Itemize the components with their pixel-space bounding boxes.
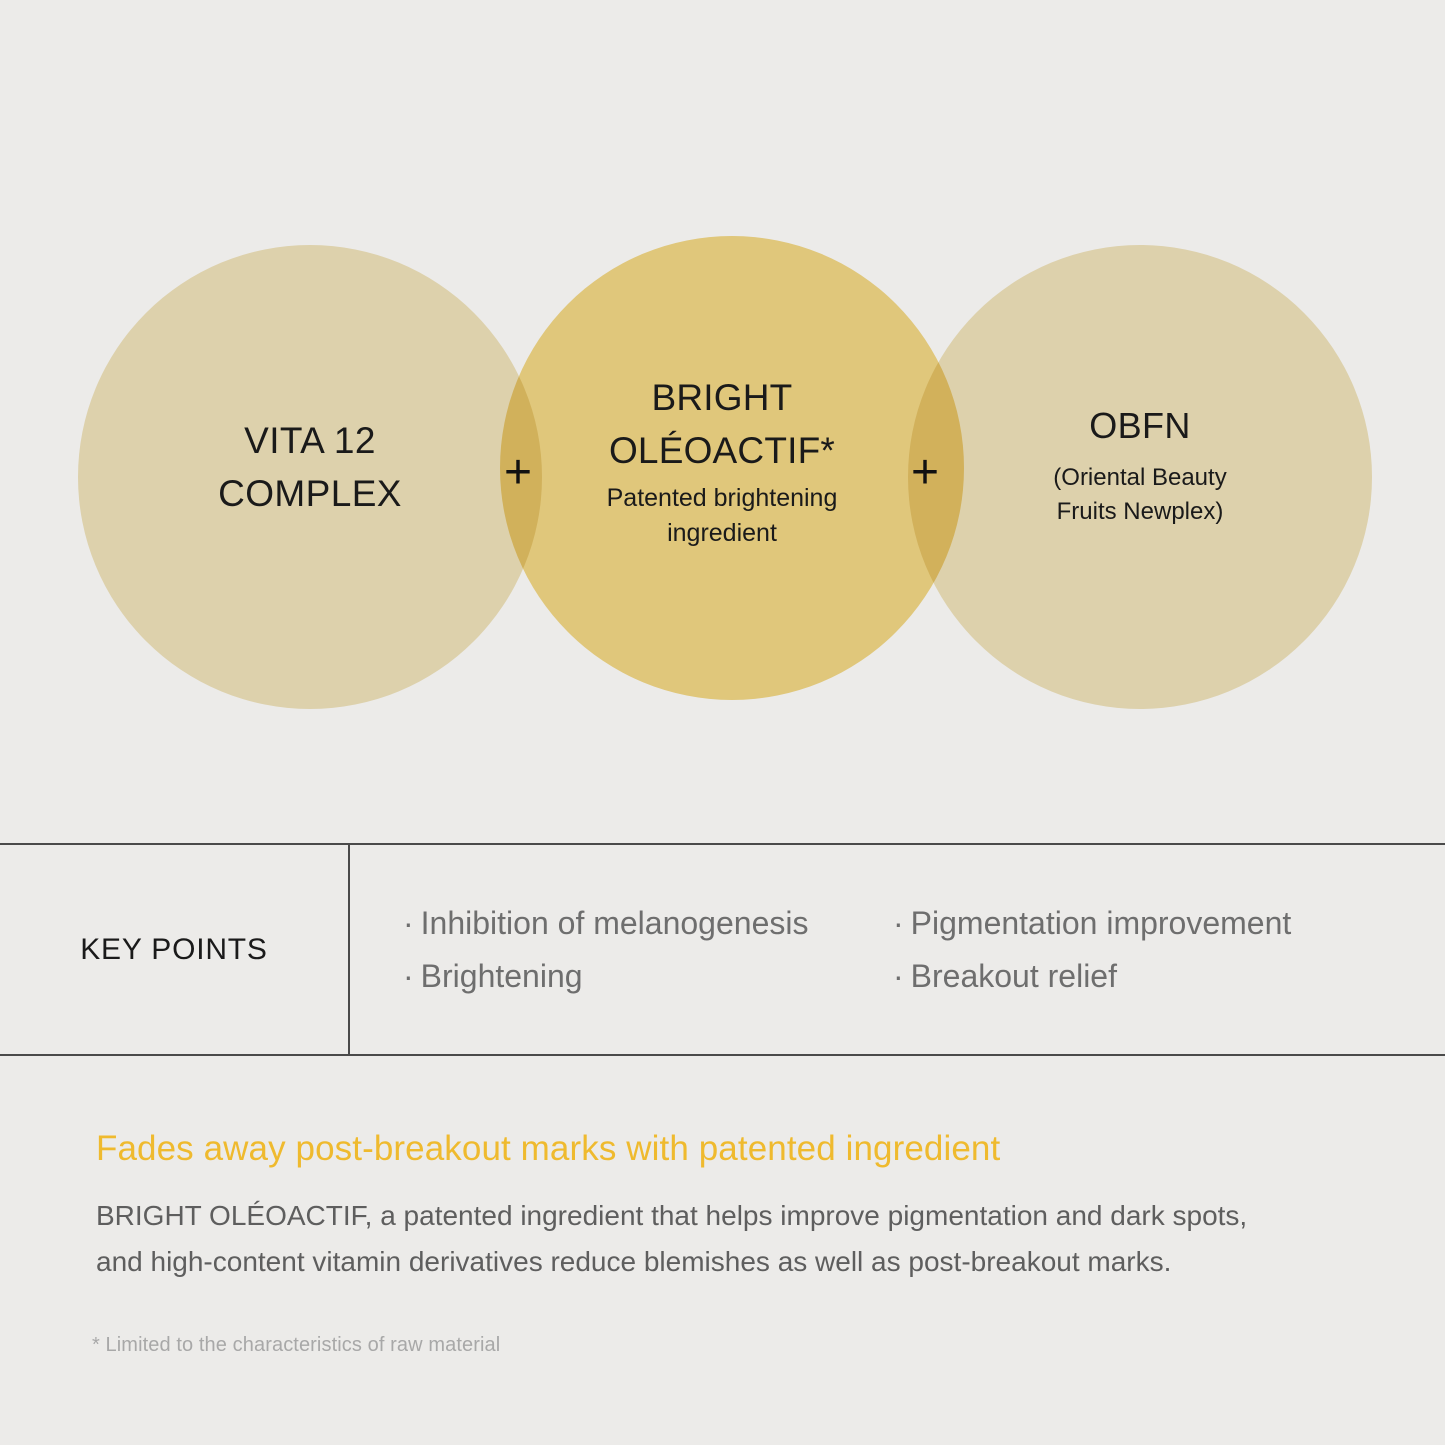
venn-label-bright-oleoactif: BRIGHT OLÉOACTIF* Patented brightening i… xyxy=(502,372,942,551)
bullet-icon: · xyxy=(893,958,904,994)
bullet-icon: · xyxy=(403,905,414,941)
key-point-text: Breakout relief xyxy=(910,958,1117,994)
venn-subtitle-bright-oleoactif: Patented brightening ingredient xyxy=(606,484,838,548)
venn-diagram: VITA 12 COMPLEX + BRIGHT OLÉOACTIF* Pate… xyxy=(78,236,1372,709)
key-points-table: KEY POINTS ·Inhibition of melanogenesis … xyxy=(0,843,1445,1056)
venn-circle-obfn xyxy=(908,245,1372,709)
plus-operator-icon-2: + xyxy=(910,446,940,499)
key-point-item: ·Breakout relief xyxy=(893,956,1291,996)
plus-operator-icon-1: + xyxy=(503,446,533,499)
venn-title-bright-oleoactif: BRIGHT OLÉOACTIF* xyxy=(608,377,836,471)
key-points-column-1: ·Inhibition of melanogenesis ·Brightenin… xyxy=(403,903,893,996)
key-point-item: ·Pigmentation improvement xyxy=(893,903,1291,943)
key-points-heading: KEY POINTS xyxy=(80,932,268,966)
key-point-item: ·Inhibition of melanogenesis xyxy=(403,903,893,943)
description-body: BRIGHT OLÉOACTIF, a patented ingredient … xyxy=(96,1200,1248,1277)
venn-circle-vita-12-complex xyxy=(78,245,542,709)
key-point-item: ·Brightening xyxy=(403,956,893,996)
venn-title-obfn: OBFN xyxy=(1089,405,1191,446)
venn-title-vita-12-complex: VITA 12 COMPLEX xyxy=(218,420,402,514)
key-points-list-cell: ·Inhibition of melanogenesis ·Brightenin… xyxy=(350,845,1445,1054)
venn-subtitle-obfn: (Oriental Beauty Fruits Newplex) xyxy=(1053,464,1227,525)
bullet-icon: · xyxy=(403,958,414,994)
footnote-text: * Limited to the characteristics of raw … xyxy=(92,1334,501,1356)
key-points-column-2: ·Pigmentation improvement ·Breakout reli… xyxy=(893,903,1291,996)
venn-circle-bright-oleoactif xyxy=(500,236,964,700)
key-point-text: Pigmentation improvement xyxy=(910,905,1292,941)
key-point-text: Inhibition of melanogenesis xyxy=(420,905,809,941)
venn-label-vita-12-complex: VITA 12 COMPLEX xyxy=(80,415,540,520)
venn-label-obfn: OBFN (Oriental Beauty Fruits Newplex) xyxy=(910,400,1370,528)
bullet-icon: · xyxy=(893,905,904,941)
key-point-text: Brightening xyxy=(420,958,583,994)
description-headline: Fades away post-breakout marks with pate… xyxy=(96,1129,1001,1168)
key-points-label-cell: KEY POINTS xyxy=(0,845,350,1054)
